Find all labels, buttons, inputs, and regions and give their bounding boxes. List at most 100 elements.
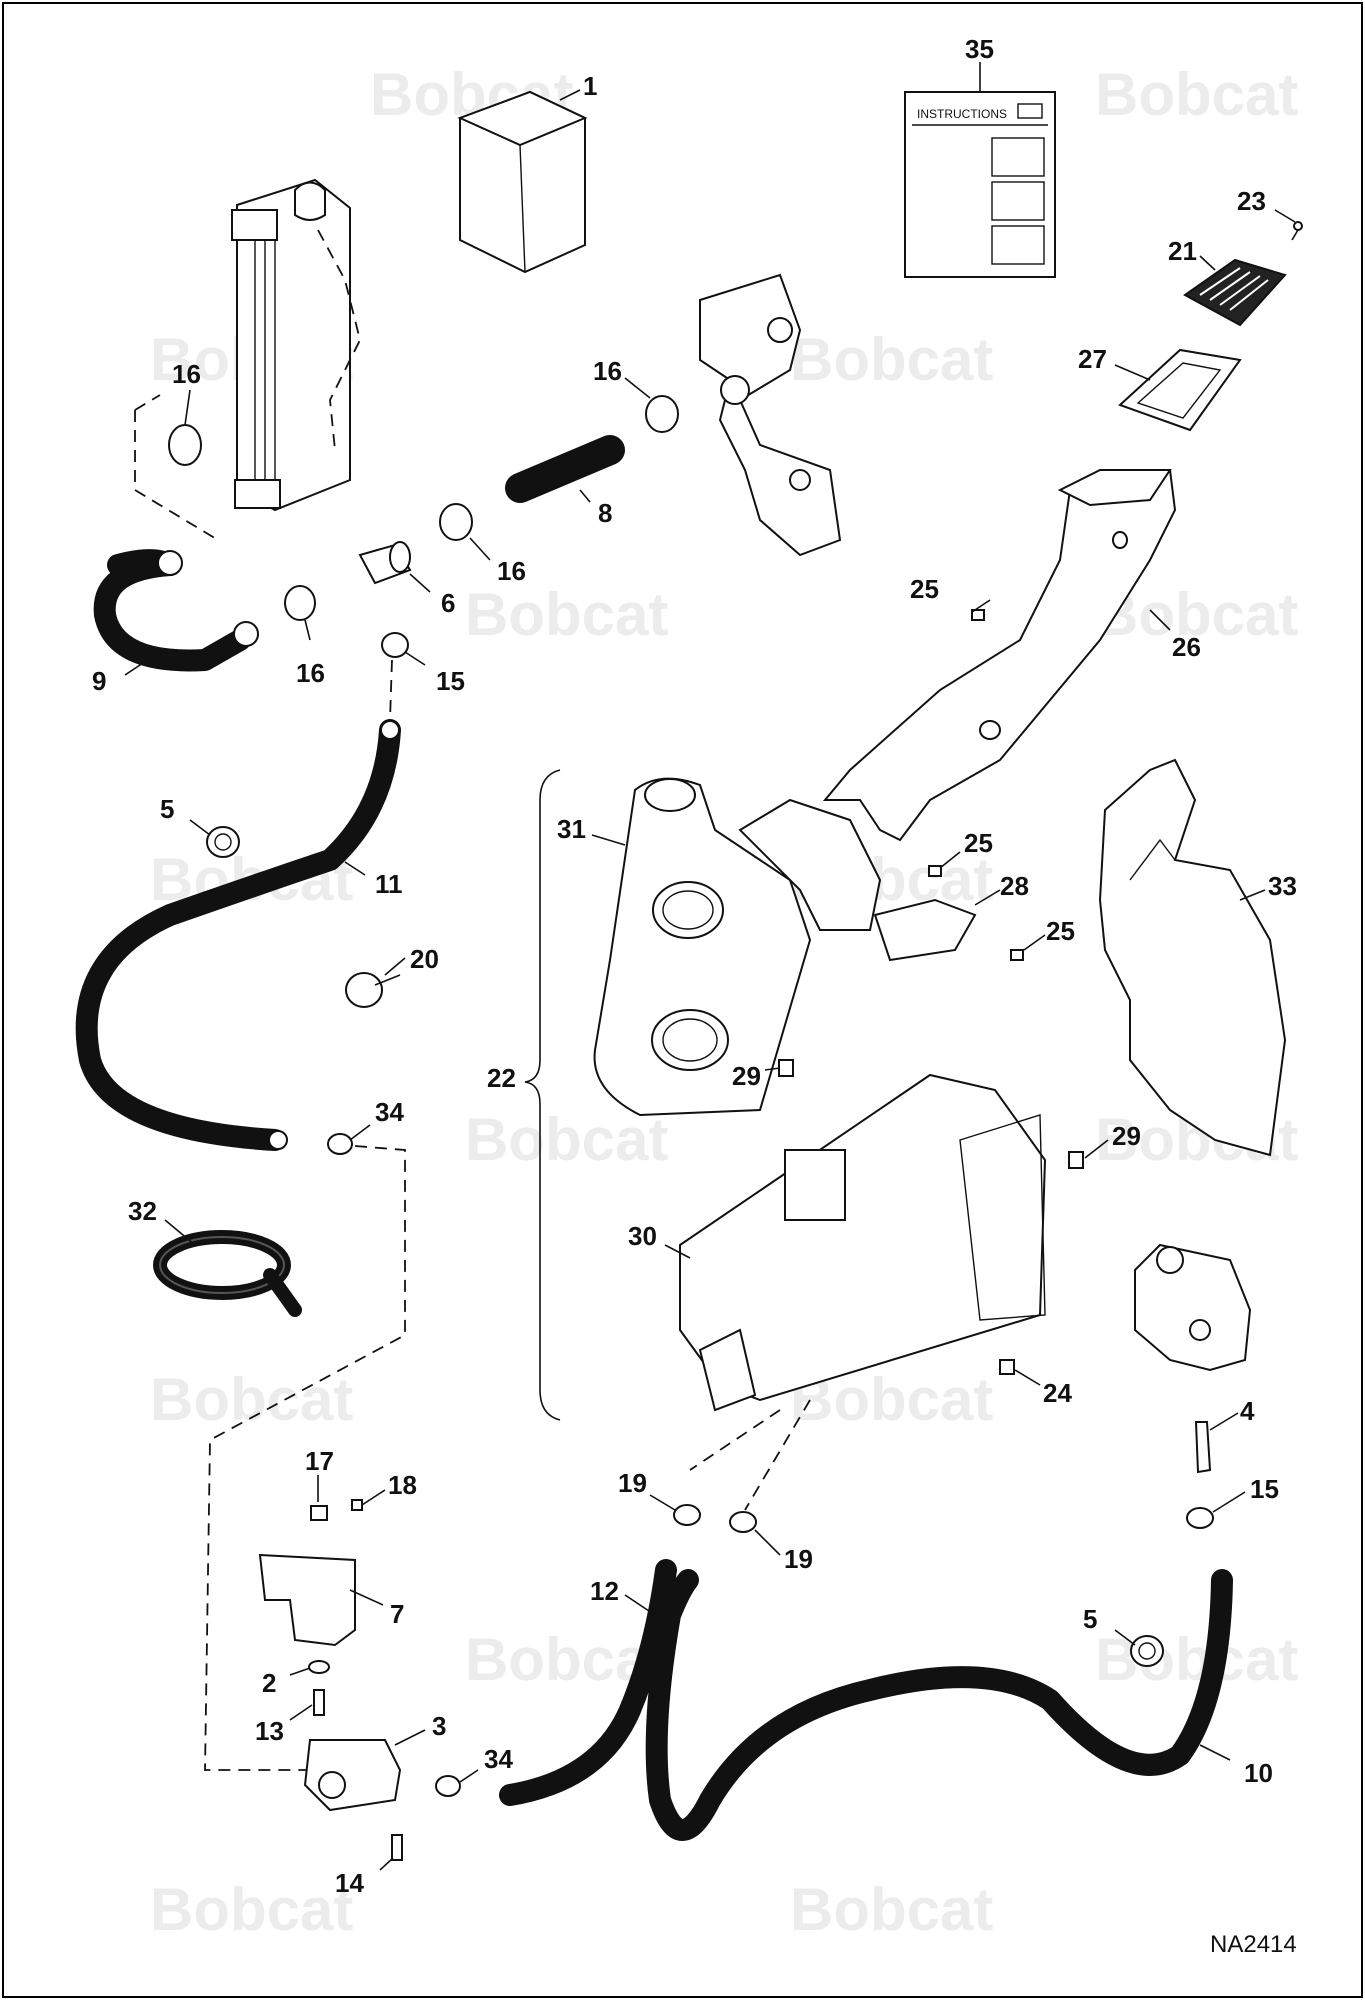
- callout-25: 25: [910, 574, 939, 604]
- part-24-nut: [999, 1359, 1015, 1375]
- callout-14: 14: [335, 1868, 364, 1898]
- heater-core: [231, 178, 361, 512]
- callout-16: 16: [296, 658, 325, 688]
- watermark-brand: Bobcat: [1095, 1626, 1298, 1693]
- callout-7: 7: [390, 1599, 404, 1629]
- part-33-duct: [1098, 758, 1287, 1157]
- instructions-title: INSTRUCTIONS: [917, 107, 1007, 121]
- callout-13: 13: [255, 1716, 284, 1746]
- callout-22: 22: [487, 1063, 516, 1093]
- callout-11: 11: [375, 869, 403, 899]
- part-13-bolt: [313, 1689, 325, 1716]
- callout-34: 34: [484, 1744, 513, 1774]
- part-29-screw: [1068, 1151, 1084, 1169]
- part-19-clamp: [673, 1504, 701, 1526]
- part-3-valve: [303, 1739, 402, 1812]
- callout-16: 16: [593, 356, 622, 386]
- callout-33: 33: [1268, 871, 1297, 901]
- part-12-hose: [499, 1559, 677, 1806]
- part-11-hose-end: [380, 720, 400, 740]
- callout-19: 19: [784, 1544, 813, 1574]
- callout-25: 25: [964, 828, 993, 858]
- callout-4: 4: [1240, 1396, 1255, 1426]
- part-29-screw: [778, 1059, 794, 1077]
- dash-route-left: [204, 1145, 406, 1771]
- callout-26: 26: [1172, 632, 1201, 662]
- callout-29: 29: [1112, 1121, 1141, 1151]
- watermark-brand: Bobcat: [1095, 61, 1298, 128]
- dash-15-to-11: [389, 659, 393, 721]
- watermark-brand: Bobcat: [790, 326, 993, 393]
- callout-9: 9: [92, 666, 106, 696]
- callout-6: 6: [441, 588, 455, 618]
- watermark-brand: Bobcat: [465, 581, 668, 648]
- callout-15: 15: [1250, 1474, 1279, 1504]
- callout-2: 2: [262, 1668, 276, 1698]
- part-17-nut: [310, 1505, 328, 1521]
- callout-17: 17: [305, 1446, 334, 1476]
- blower-housing-piece: [738, 798, 882, 931]
- callout-32: 32: [128, 1196, 157, 1226]
- callout-20: 20: [410, 944, 439, 974]
- callout-25: 25: [1046, 916, 1075, 946]
- part-2-washer: [308, 1660, 330, 1674]
- part-35-instructions-card: INSTRUCTIONS: [904, 91, 1056, 278]
- part-7-bracket: [258, 1553, 356, 1647]
- part-32-coiled-hose: [153, 1230, 302, 1317]
- part-5-grommet: [1130, 1635, 1164, 1667]
- callouts: 1 35 23 21 27 16 16 8 16 6 16 9 15 25 26…: [92, 34, 1297, 1898]
- part-14-bolt: [391, 1834, 403, 1861]
- part-1-box: [457, 90, 588, 274]
- part-25-screw: [928, 865, 942, 877]
- bracket-dashes-left: [134, 394, 219, 541]
- part-25-screw: [971, 609, 985, 621]
- watermark-brand: Bobcat: [465, 1106, 668, 1173]
- part-6-fitting: [358, 541, 412, 585]
- callout-5: 5: [1083, 1604, 1097, 1634]
- drawing-id: NA2414: [1210, 1931, 1297, 1958]
- callout-18: 18: [388, 1470, 417, 1500]
- callout-34: 34: [375, 1097, 404, 1127]
- callout-19: 19: [618, 1468, 647, 1498]
- part-31-heater-housing: [593, 777, 812, 1117]
- part-9-hose-end: [157, 550, 183, 576]
- callout-16: 16: [172, 359, 201, 389]
- callout-29: 29: [732, 1061, 761, 1091]
- callout-21: 21: [1168, 236, 1197, 266]
- callout-31: 31: [557, 814, 586, 844]
- part-11-hose-end: [268, 1130, 288, 1150]
- dash-30-to-19: [689, 1399, 811, 1511]
- part-16-clamp: [284, 585, 316, 621]
- part-11-hose: [75, 719, 401, 1151]
- part-28-bracket: [873, 898, 977, 962]
- callout-15: 15: [436, 666, 465, 696]
- part-16-clamp: [168, 424, 202, 466]
- part-25-screw: [1010, 949, 1024, 961]
- callout-23: 23: [1237, 186, 1266, 216]
- part-8-hose: [505, 435, 625, 503]
- callout-24: 24: [1043, 1378, 1072, 1408]
- callout-1: 1: [583, 71, 597, 101]
- part-15-clamp: [1186, 1507, 1214, 1529]
- part-19-clamp: [729, 1511, 757, 1533]
- part-22-brace: [524, 769, 561, 1421]
- part-21-vent: [1183, 258, 1287, 327]
- callout-30: 30: [628, 1221, 657, 1251]
- callout-5: 5: [160, 794, 174, 824]
- callout-35: 35: [965, 34, 994, 64]
- callout-8: 8: [598, 498, 612, 528]
- part-9-hose-end: [233, 621, 259, 647]
- part-15-clamp: [381, 632, 409, 658]
- callout-16: 16: [497, 556, 526, 586]
- part-16-clamp: [645, 395, 679, 433]
- part-27-gasket: [1118, 348, 1242, 432]
- part-4-fitting: [1194, 1421, 1212, 1474]
- part-26-duct: [822, 469, 1177, 842]
- callout-3: 3: [432, 1711, 446, 1741]
- part-34-clamp: [435, 1775, 461, 1797]
- part-20-clamp: [345, 972, 401, 1008]
- callout-10: 10: [1244, 1758, 1273, 1788]
- watermark-brand: Bobcat: [150, 1366, 353, 1433]
- engine-block-fitting: [1134, 1243, 1252, 1372]
